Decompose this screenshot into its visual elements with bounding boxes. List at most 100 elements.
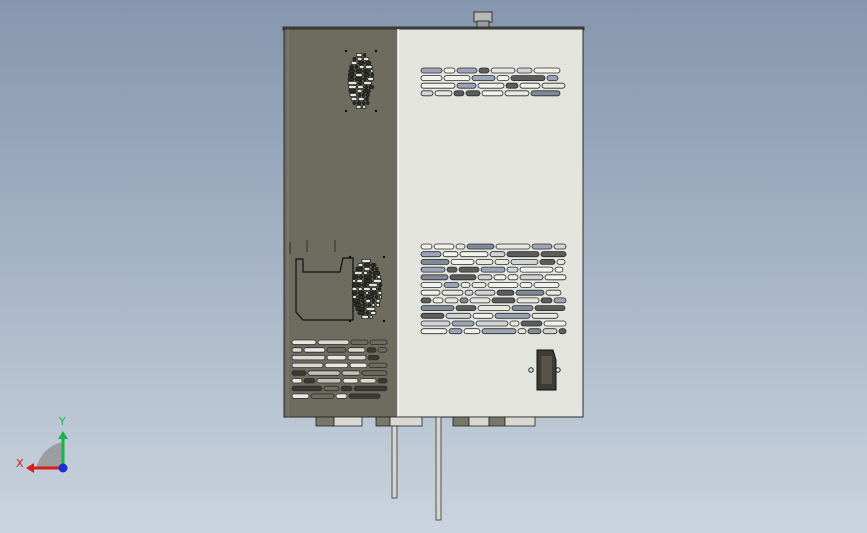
vent-slot (363, 270, 368, 275)
vent-slot (375, 302, 381, 307)
vent-slot (348, 393, 381, 399)
vent-slot (357, 61, 365, 66)
vent-slot (355, 266, 364, 271)
vent-slot (356, 57, 363, 62)
vent-slot (507, 274, 519, 281)
vent-slot (377, 347, 388, 353)
vent-slot (540, 251, 567, 258)
vent-slot (456, 82, 477, 89)
vent-slot (377, 286, 382, 291)
orientation-triad[interactable] (10, 412, 90, 492)
vent-slot (356, 278, 364, 283)
vent-slot (554, 266, 564, 273)
vent-slot (364, 65, 373, 70)
vent-slot (291, 347, 303, 353)
vent-slot (361, 282, 368, 287)
vent-slot (420, 243, 433, 250)
vent-slot (370, 69, 374, 74)
vent-slot (506, 251, 540, 258)
vent-slot (369, 310, 377, 315)
vent-slot (361, 93, 366, 98)
vent-slot (363, 274, 373, 279)
vent-slot (350, 61, 358, 66)
vent-slot (352, 274, 359, 279)
vent-slot (477, 305, 511, 312)
vent-slot (443, 75, 471, 81)
vent-slot (357, 97, 365, 102)
vent-slot (487, 282, 519, 288)
vent-slot (511, 305, 534, 312)
vent-slot (433, 243, 455, 250)
vent-slot (361, 101, 366, 106)
vent-slot (363, 266, 371, 271)
vent-slot (474, 289, 496, 296)
vent-slot (352, 57, 357, 62)
vent-slot (377, 290, 383, 295)
vent-slot (357, 286, 363, 291)
vent-slot (367, 77, 375, 82)
vent-slot (377, 378, 388, 384)
vent-slot (365, 298, 372, 303)
vent-slot (531, 312, 559, 319)
vent-slot (365, 290, 369, 295)
vent-slot (544, 274, 567, 281)
vent-slot (553, 297, 567, 304)
vent-slot (349, 362, 368, 369)
vent-slot (516, 297, 540, 304)
vent-slot (349, 65, 355, 70)
vent-slot (363, 278, 373, 283)
vent-slot (451, 320, 475, 327)
x-axis-label: X (16, 457, 24, 470)
vent-slot (361, 314, 370, 319)
vent-slot (478, 67, 490, 74)
left-lower-grille (291, 339, 388, 399)
vent-slot (505, 82, 519, 89)
vent-slot (450, 258, 475, 265)
vent-slot (443, 282, 460, 288)
vent-slot (347, 77, 355, 82)
vent-slot (519, 266, 554, 273)
vent-slot (355, 73, 363, 78)
vent-slot (445, 312, 472, 319)
vent-slot (490, 67, 516, 74)
vent-slot (520, 320, 543, 327)
pipe-right (435, 416, 442, 521)
vent-slot (434, 90, 453, 97)
vent-slot (420, 274, 449, 281)
vent-slot (359, 378, 377, 384)
vent-slot (365, 97, 369, 102)
vent-slot (464, 289, 474, 296)
vent-slot (355, 306, 366, 311)
vent-slot (347, 85, 357, 90)
vent-slot (357, 85, 364, 90)
vent-slot (420, 328, 448, 335)
screw-mark (374, 49, 378, 53)
vent-slot (420, 266, 446, 273)
vent-slot (368, 362, 388, 369)
vent-slot (531, 243, 553, 250)
vent-slot (316, 378, 342, 384)
vent-slot (362, 57, 370, 62)
vent-slot (291, 354, 326, 361)
vent-slot (353, 270, 363, 275)
screw-mark (374, 109, 378, 113)
vent-slot (472, 312, 494, 319)
vent-slot (348, 69, 356, 74)
vent-slot (496, 289, 515, 296)
vent-slot (291, 370, 307, 376)
vent-slot (352, 294, 357, 299)
vent-slot (357, 294, 366, 299)
vent-slot (347, 73, 355, 78)
power-inlet[interactable] (528, 349, 561, 391)
vent-slot (420, 305, 455, 312)
vent-slot (475, 320, 509, 327)
vent-slot (351, 282, 362, 287)
vent-slot (365, 306, 376, 311)
vent-slot (352, 298, 361, 303)
vent-slot (432, 297, 444, 304)
vent-slot (350, 339, 369, 345)
vent-slot (475, 258, 494, 265)
left-upper-vent (344, 49, 378, 113)
